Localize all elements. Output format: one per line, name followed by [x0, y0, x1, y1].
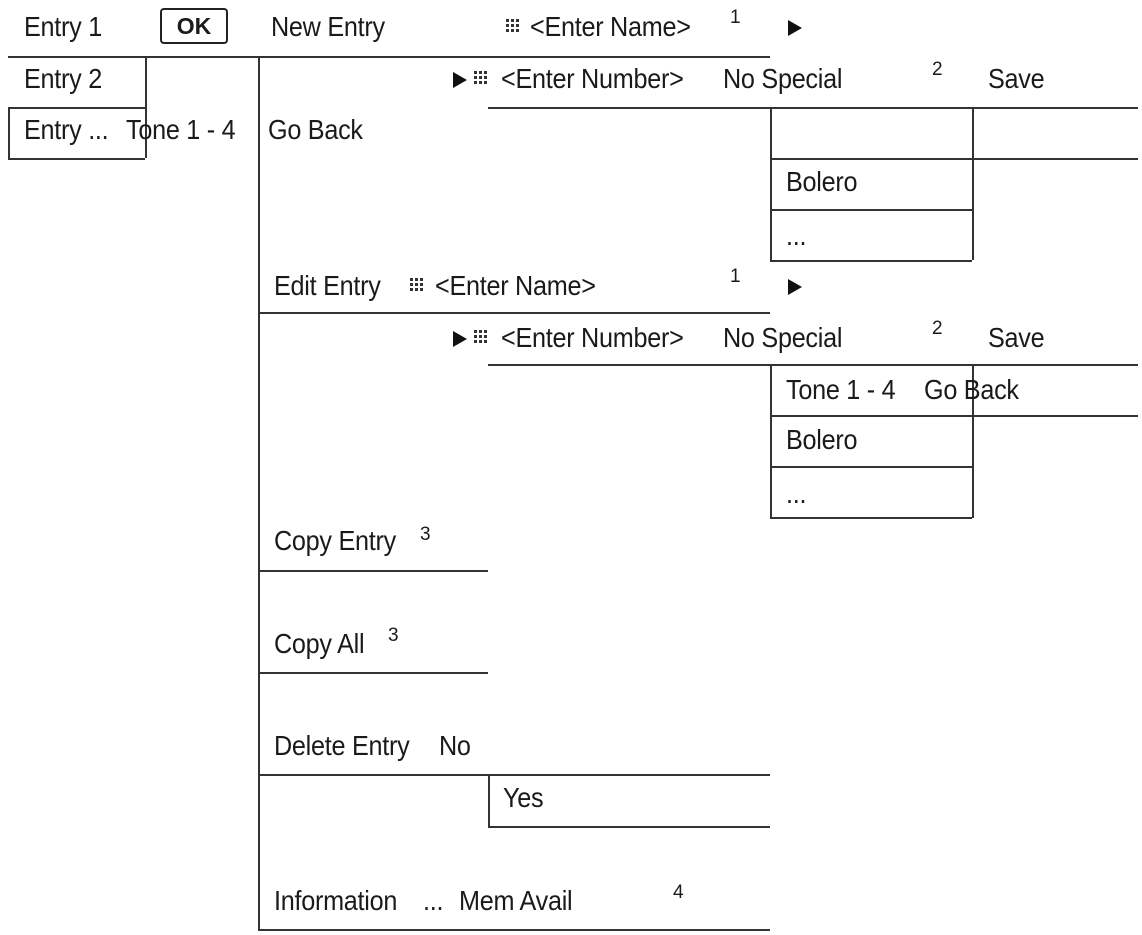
information-mem-avail: Mem Avail — [459, 885, 573, 916]
divider — [8, 107, 145, 109]
divider — [770, 364, 772, 518]
edit-entry-label: Edit Entry — [274, 270, 381, 301]
edit-entry-tone: Tone 1 - 4 — [786, 374, 896, 405]
information-note: 4 — [673, 882, 684, 903]
copy-entry-label: Copy Entry — [274, 525, 396, 556]
arrow-right-icon — [453, 72, 467, 88]
arrow-right-icon — [453, 331, 467, 347]
divider — [488, 364, 1138, 366]
delete-entry-yes: Yes — [503, 782, 544, 813]
copy-all-note: 3 — [388, 625, 399, 646]
divider — [8, 107, 10, 158]
new-entry-name-field: <Enter Name> — [530, 11, 691, 42]
divider — [770, 415, 1138, 417]
information-label: Information — [274, 885, 398, 916]
divider — [488, 774, 490, 826]
keypad-icon — [410, 278, 423, 291]
keypad-icon — [506, 19, 519, 32]
delete-entry-no: No — [439, 730, 471, 761]
new-entry-option-bolero: Bolero — [786, 166, 858, 197]
new-entry-option-more: ... — [786, 220, 807, 251]
divider — [770, 107, 772, 260]
divider — [258, 312, 770, 314]
edit-entry-name-note: 1 — [730, 266, 741, 287]
divider — [488, 107, 1138, 109]
new-entry-no-special: No Special — [723, 63, 843, 94]
new-entry-save: Save — [988, 63, 1045, 94]
divider — [972, 364, 974, 518]
divider — [258, 774, 770, 776]
information-ellipsis: ... — [423, 885, 444, 916]
entry-2: Entry 2 — [24, 63, 102, 94]
divider — [972, 107, 974, 260]
divider — [258, 56, 770, 58]
divider — [770, 209, 972, 211]
divider — [770, 158, 1138, 160]
arrow-right-icon — [788, 20, 802, 36]
edit-entry-number-note: 2 — [932, 318, 943, 339]
arrow-right-icon — [788, 279, 802, 295]
divider — [488, 826, 770, 828]
keypad-icon — [474, 330, 487, 343]
new-entry-name-note: 1 — [730, 7, 741, 28]
entry-1: Entry 1 — [24, 11, 102, 42]
copy-all-label: Copy All — [274, 628, 365, 659]
edit-entry-option-bolero: Bolero — [786, 424, 858, 455]
edit-entry-option-more: ... — [786, 478, 807, 509]
divider — [258, 929, 770, 931]
divider — [258, 672, 488, 674]
divider — [770, 260, 972, 262]
delete-entry-label: Delete Entry — [274, 730, 410, 761]
copy-entry-note: 3 — [420, 524, 431, 545]
divider — [770, 517, 972, 519]
edit-entry-number-field: <Enter Number> — [501, 322, 684, 353]
divider — [8, 158, 145, 160]
new-entry-label: New Entry — [271, 11, 385, 42]
new-entry-number-note: 2 — [932, 59, 943, 80]
divider — [8, 56, 258, 58]
edit-entry-name-field: <Enter Name> — [435, 270, 596, 301]
keypad-icon — [474, 71, 487, 84]
new-entry-number-field: <Enter Number> — [501, 63, 684, 94]
divider — [145, 56, 147, 158]
edit-entry-no-special: No Special — [723, 322, 843, 353]
divider — [258, 56, 260, 931]
edit-entry-save: Save — [988, 322, 1045, 353]
divider — [258, 570, 488, 572]
entry-more: Entry ... — [24, 114, 109, 145]
go-back-label: Go Back — [268, 114, 363, 145]
tone-label: Tone 1 - 4 — [126, 114, 236, 145]
edit-entry-go-back: Go Back — [924, 374, 1019, 405]
divider — [770, 466, 972, 468]
ok-button: OK — [160, 8, 228, 44]
